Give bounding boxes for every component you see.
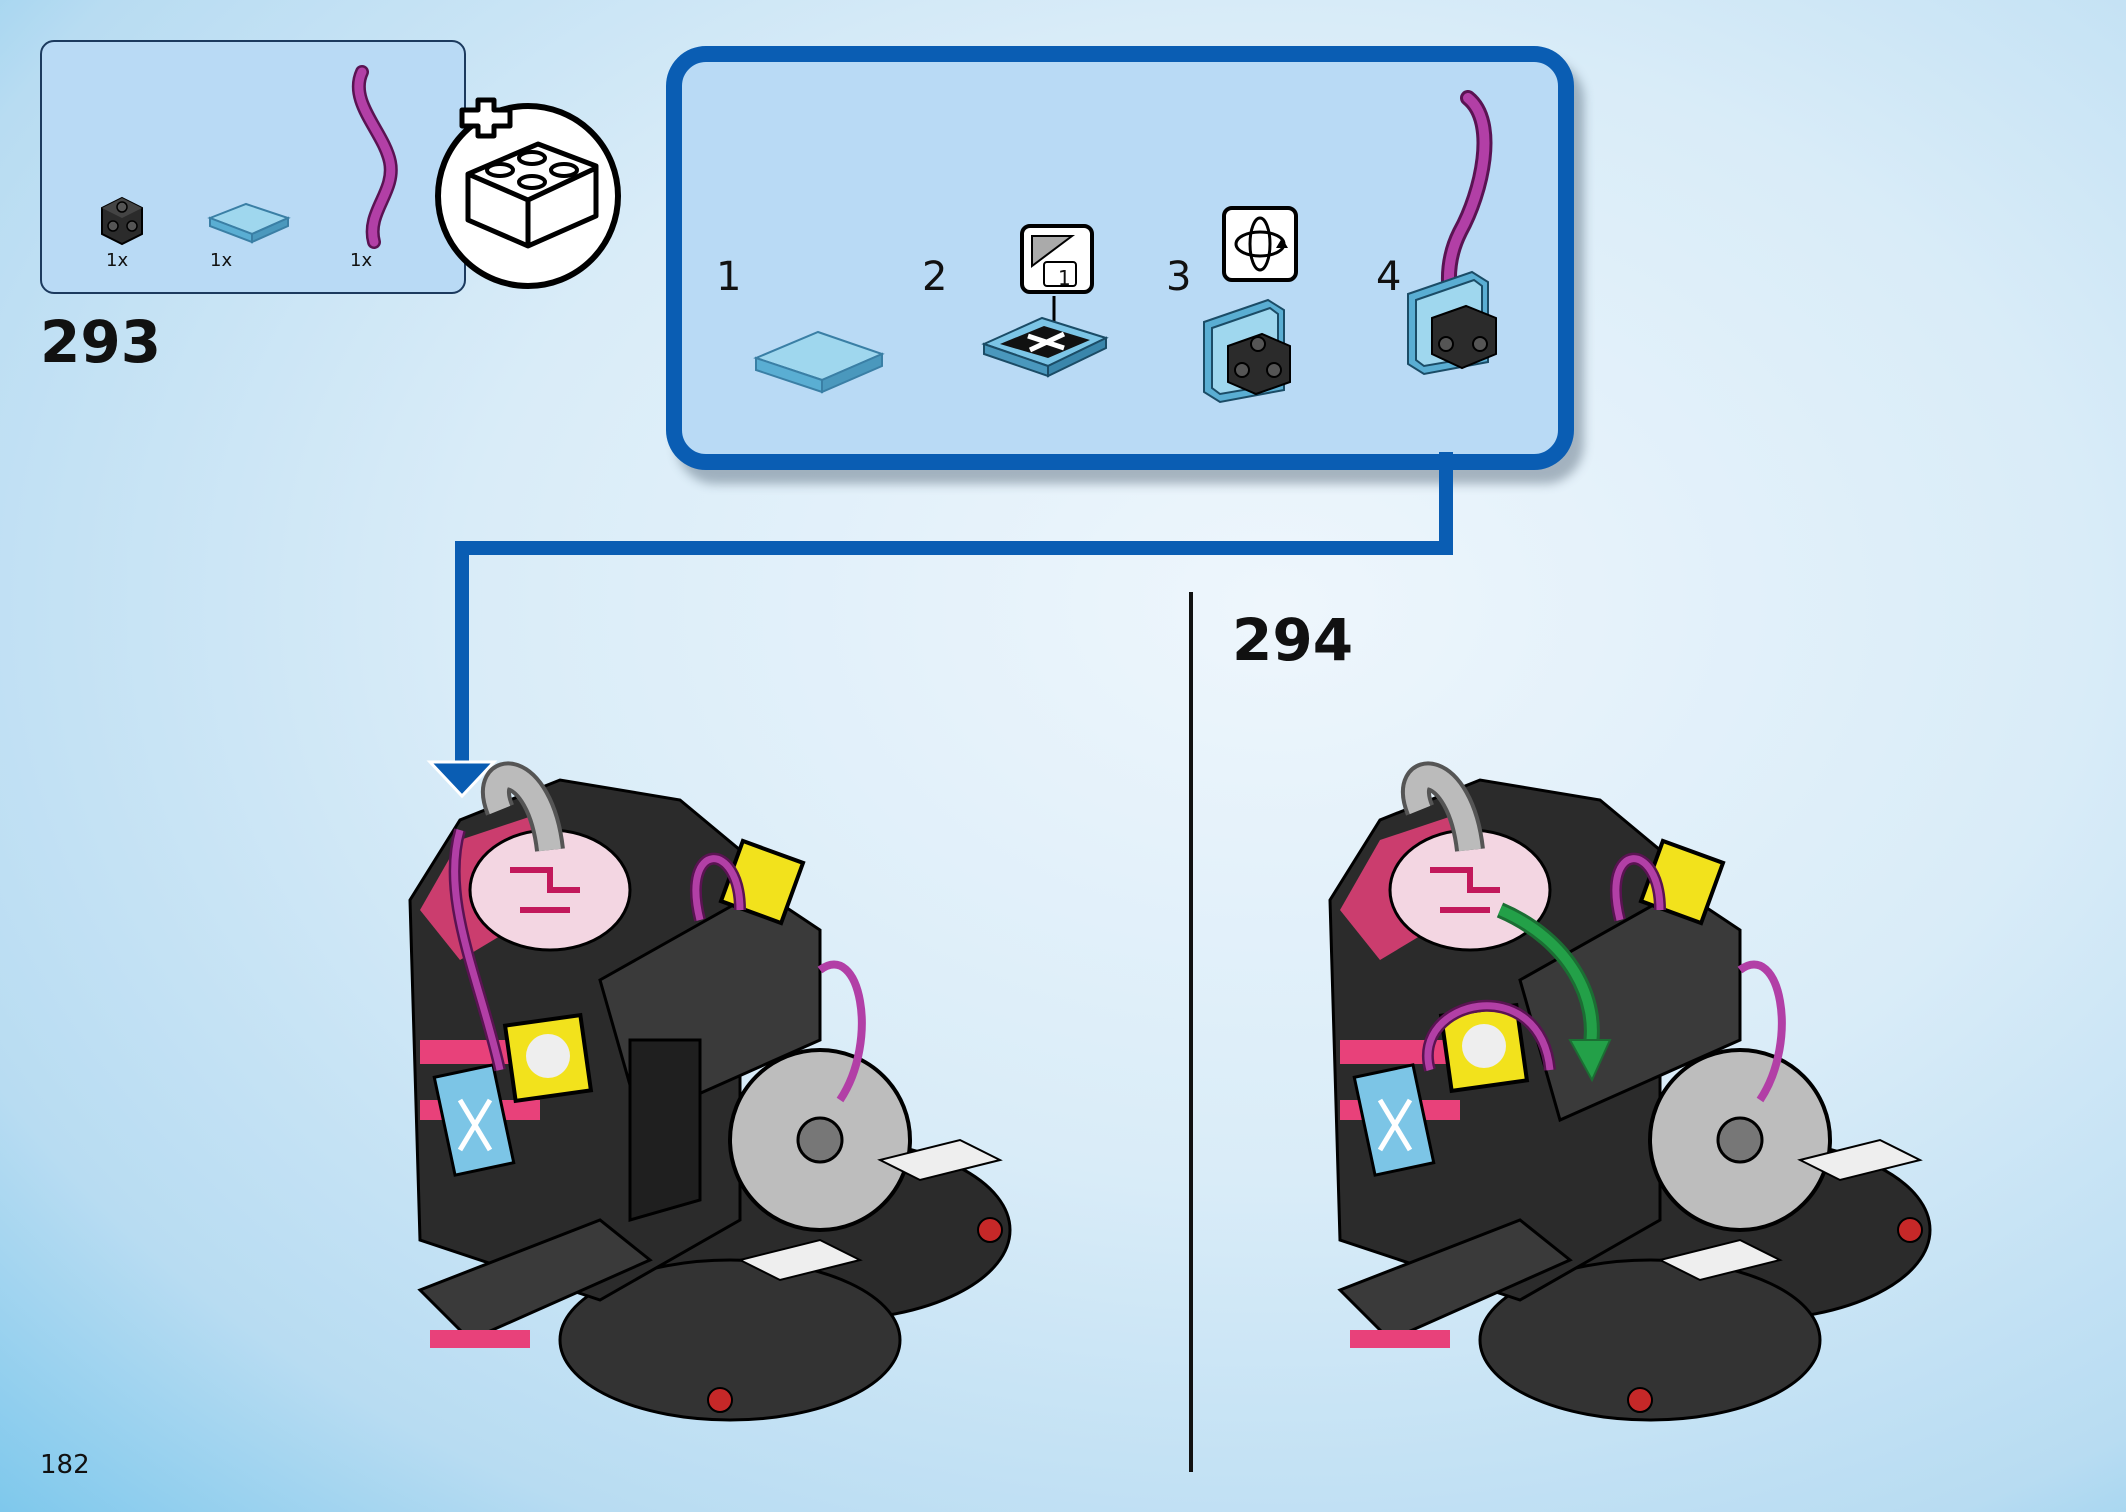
rotate-model-icon <box>1222 206 1298 282</box>
substep-number: 2 <box>922 254 948 300</box>
sticker-icon <box>1020 224 1094 294</box>
part-qty: 1x <box>106 250 129 271</box>
model-step-294 <box>1328 761 1932 1422</box>
part-azure-tile-2x2 <box>207 202 291 244</box>
part-magenta-hose <box>351 65 398 249</box>
step-number: 294 <box>1232 606 1354 674</box>
brick-on-tile <box>1203 298 1291 404</box>
add-new-bag-icon <box>435 97 621 289</box>
model-step-293 <box>408 761 1012 1422</box>
part-qty: 1x <box>350 250 373 271</box>
brick-with-hose <box>1407 90 1497 376</box>
part-black-brick-1x1 <box>101 196 143 246</box>
substep-number: 1 <box>716 254 742 300</box>
sub-assembly-panel: 1 2 3 4 1 <box>666 46 1574 470</box>
substep-number: 4 <box>1376 254 1402 300</box>
tile-with-sticker <box>981 296 1109 378</box>
sticker-number: 1 <box>1058 266 1071 290</box>
page-number: 182 <box>40 1450 90 1480</box>
step-number: 293 <box>40 308 162 376</box>
parts-list-panel: 1x 1x 1x <box>40 40 466 294</box>
azure-tile <box>753 330 885 394</box>
step-divider <box>1189 592 1193 1472</box>
substep-number: 3 <box>1166 254 1192 300</box>
part-qty: 1x <box>210 250 233 271</box>
